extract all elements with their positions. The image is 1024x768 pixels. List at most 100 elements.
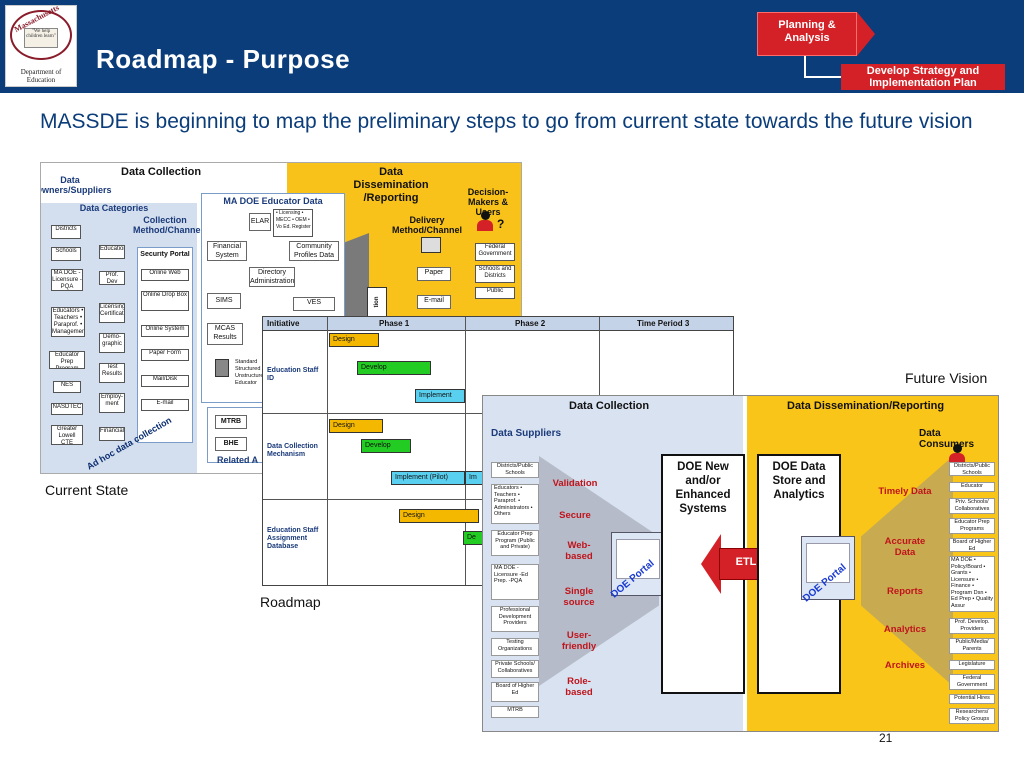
- roadmap-col-divider: [327, 317, 328, 585]
- roadmap-header-period3: Time Period 3: [637, 319, 690, 328]
- roadmap-bar-design: Design: [329, 333, 379, 347]
- cs-system-mtrb: MTRB: [215, 415, 247, 429]
- fv-consumer-7: Public/Media/ Parents: [949, 638, 995, 654]
- cs-category-2: Licensing Certification: [99, 303, 125, 323]
- etl-left-arrow-icon: [701, 534, 721, 594]
- fv-consumer-10: Potential Hires: [949, 694, 995, 704]
- roadmap-bar-implement: Implement: [415, 389, 465, 403]
- fv-quality-4: User-friendly: [561, 630, 597, 652]
- fv-output-0: Timely Data: [878, 486, 932, 497]
- cs-dissemination-header: Data Dissemination /Reporting: [353, 166, 429, 204]
- cs-system-financial: Financial System: [207, 241, 247, 261]
- fv-supplier-1: Educators • Teachers • Paraprof. • Admin…: [491, 484, 539, 524]
- cs-supplier-0: Districts: [51, 225, 81, 239]
- fv-supplier-6: Private Schools/ Collaboratives: [491, 660, 539, 678]
- cs-supplier-6: NASDTEC: [51, 403, 83, 415]
- consumer-person-icon: [949, 444, 965, 464]
- fv-output-3: Analytics: [883, 624, 927, 635]
- step-current-label: Planning & Analysis: [778, 19, 836, 44]
- fv-quality-1: Secure: [559, 510, 591, 521]
- roadmap-bar-develop: Develop: [361, 439, 411, 453]
- slide-subtitle: MASSDE is beginning to map the prelimina…: [40, 110, 973, 133]
- cs-category-6: Financial: [99, 427, 125, 441]
- logo-dept-line2: Education: [26, 76, 56, 84]
- fv-supplier-3: MA DOE -Licensure -Ed Prep. -PQA: [491, 564, 539, 600]
- cs-delivery-paper: Paper: [417, 267, 451, 281]
- step-next-label: Develop Strategy and Implementation Plan: [841, 64, 1005, 90]
- cs-elar-notes: • Licensing • MECC • OEM • Vo Ed. Regist…: [273, 209, 313, 237]
- roadmap-initiative-0: Education Staff ID: [267, 367, 319, 382]
- cs-category-5: Employ-ment: [99, 393, 125, 413]
- cs-supplier-7: Greater Lowell CTE: [51, 425, 83, 445]
- roadmap-bar-implement-pilot: Implement (Pilot): [391, 471, 465, 485]
- fv-consumers-label: Data Consumers: [919, 428, 975, 450]
- cs-tion-label: tion: [374, 296, 380, 308]
- doe-logo: Massachusetts "We help children learn" D…: [5, 3, 77, 87]
- fv-data-store-title: DOE Data Store and Analytics: [772, 461, 826, 501]
- step-connector: [804, 56, 844, 78]
- cs-category-4: Test Results: [99, 363, 125, 383]
- roadmap-initiative-2: Education Staff Assignment Database: [267, 527, 319, 550]
- cs-channel-0: Security Portal: [139, 251, 191, 263]
- roadmap-bar-design: Design: [399, 509, 479, 523]
- step-arrow-body: [757, 12, 857, 56]
- fv-quality-0: Validation: [552, 478, 598, 489]
- step-planning-analysis: Planning & Analysis: [757, 12, 875, 56]
- fv-consumer-3: Educator Prep Programs: [949, 518, 995, 534]
- cs-user-1: Schools and Districts: [475, 265, 515, 283]
- cs-delivery-email: E-mail: [417, 295, 451, 309]
- fv-consumer-6: Prof. Develop. Providers: [949, 618, 995, 634]
- step-arrow-tip-icon: [857, 12, 875, 56]
- cs-system-sims: SIMS: [207, 293, 241, 309]
- fv-consumer-9: Federal Government: [949, 674, 995, 690]
- fv-quality-2: Web-based: [565, 540, 593, 562]
- cs-system-ves: VES: [293, 297, 335, 311]
- cs-channel-2: Online Drop Box: [141, 291, 189, 311]
- cs-supplier-5: NES: [53, 381, 81, 393]
- roadmap-bar-design: Design: [329, 419, 383, 433]
- roadmap-bar-develop: De: [463, 531, 483, 545]
- cs-system-bhe: BHE: [215, 437, 247, 451]
- cs-category-1: Prof. Dev: [99, 271, 125, 285]
- cs-category-0: Education: [99, 245, 125, 259]
- etl-label: ETL: [735, 556, 757, 568]
- roadmap-col-divider: [465, 317, 466, 585]
- cs-standard-note: Standard Structured Unstructured Educato…: [235, 359, 263, 386]
- fv-quality-5: Role-based: [565, 676, 593, 698]
- cs-system-elar: ELAR: [249, 213, 271, 231]
- fv-suppliers-label: Data Suppliers: [491, 428, 562, 439]
- fv-new-systems-title: DOE New and/or Enhanced Systems: [675, 461, 731, 515]
- fv-supplier-8: MTRB: [491, 706, 539, 718]
- cs-system-mcas: MCAS Results: [207, 323, 243, 345]
- cs-supplier-4: Educator Prep Program: [49, 351, 85, 369]
- cs-delivery-label: Delivery Method/Channel: [392, 215, 462, 235]
- logo-dept-line1: Department of: [20, 68, 62, 76]
- fv-quality-3: Single source: [563, 586, 595, 608]
- fv-portal-screenshot-out: [801, 536, 855, 600]
- cs-channel-4: Paper Form: [141, 349, 189, 361]
- fv-consumer-1: Educator: [949, 482, 995, 492]
- logo-dept: Department of Education: [10, 68, 72, 84]
- cs-channel-1: Online Web: [141, 269, 189, 281]
- user-person-icon: [477, 211, 493, 231]
- page-title: Roadmap - Purpose: [96, 44, 351, 74]
- cs-related-label: Related A: [217, 455, 259, 465]
- roadmap-header-phase1: Phase 1: [379, 319, 410, 328]
- cs-user-2: Public: [475, 287, 515, 299]
- roadmap-header-initiative: Initiative: [267, 319, 300, 328]
- roadmap-header-row: [263, 317, 733, 331]
- cs-owners-label: Data Owners/Suppliers: [40, 175, 112, 195]
- caption-future-vision: Future Vision: [905, 370, 988, 386]
- fv-supplier-2: Educator Prep Program (Public and Privat…: [491, 530, 539, 556]
- page-number: 21: [879, 731, 893, 745]
- cs-channel-5: Mail/Disk: [141, 375, 189, 387]
- cs-user-0: Federal Government: [475, 243, 515, 261]
- cs-category-3: Demo-graphic: [99, 333, 125, 353]
- fv-output-1: Accurate Data: [884, 536, 926, 558]
- cs-method-label: Collection Method/Channel: [133, 215, 203, 235]
- cs-supplier-1: Schools: [51, 247, 81, 261]
- database-icon: [215, 359, 229, 377]
- cs-question-mark: ?: [497, 217, 505, 231]
- computer-icon: [421, 237, 441, 253]
- caption-current-state: Current State: [45, 482, 129, 498]
